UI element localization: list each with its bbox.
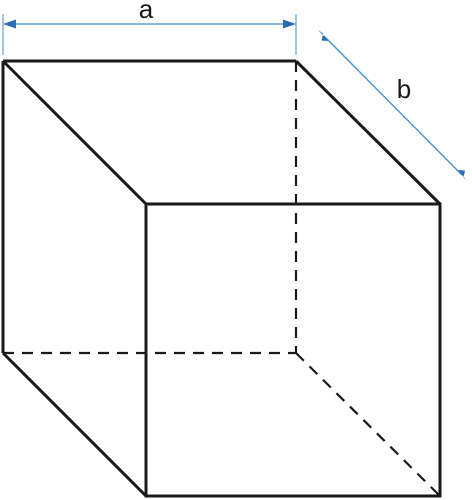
dimension-b-arrow-bottom [458,170,467,181]
dimension-b-arrow-top [318,30,329,41]
dimension-b-line [323,35,463,176]
hidden-edge-diagonal [295,352,441,497]
visible-edges [1,59,442,498]
bottom-left-depth-edge [1,351,148,498]
dimension-b: b [318,30,467,181]
dimension-b-label: b [397,74,411,104]
hidden-edges [3,61,441,497]
top-right-depth-edge [294,59,442,206]
dimension-a-arrow-right [283,19,296,29]
dimension-a-arrow-left [3,19,16,29]
top-left-depth-edge [1,59,148,206]
dimension-a: a [2,0,297,55]
front-face [144,202,442,498]
dimension-a-label: a [139,0,154,24]
